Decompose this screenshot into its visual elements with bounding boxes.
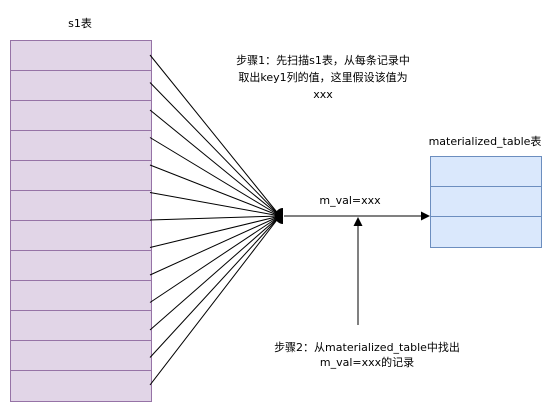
- s1-table: [10, 40, 152, 402]
- materialized-table-row: [431, 217, 541, 247]
- s1-table-row: [11, 191, 151, 221]
- fan-line: [149, 215, 281, 221]
- step2-text: 步骤2：从materialized_table中找出 m_val=xxx的记录: [247, 340, 487, 370]
- fan-line: [149, 215, 281, 276]
- fan-line: [149, 82, 281, 217]
- materialized-table-row: [431, 187, 541, 217]
- arrowhead-right: [421, 211, 430, 221]
- fan-line: [149, 215, 281, 386]
- step1-line-2: 取出key1列的值，这里假设该值为: [238, 71, 408, 84]
- fan-line: [149, 54, 281, 217]
- fan-line: [149, 109, 281, 217]
- step1-line-3: xxx: [313, 88, 333, 101]
- materialized-table-title: materialized_table表: [428, 135, 542, 148]
- s1-table-row: [11, 281, 151, 311]
- s1-table-row: [11, 101, 151, 131]
- s1-table-row: [11, 161, 151, 191]
- s1-table-row: [11, 71, 151, 101]
- junction-node: [275, 208, 283, 224]
- s1-table-row: [11, 341, 151, 371]
- s1-table-row: [11, 41, 151, 71]
- materialized-table-row: [431, 157, 541, 187]
- arrowhead-up: [353, 217, 363, 226]
- s1-table-title: s1表: [68, 17, 92, 30]
- materialized-table: [430, 156, 542, 248]
- fan-line: [149, 215, 281, 303]
- fan-line: [149, 164, 281, 217]
- step1-text: 步骤1：先扫描s1表，从每条记录中 取出key1列的值，这里假设该值为 xxx: [213, 52, 433, 103]
- s1-table-row: [11, 221, 151, 251]
- fan-line: [149, 215, 281, 331]
- step2-line-1: 步骤2：从materialized_table中找出: [274, 341, 460, 354]
- fan-line: [149, 137, 281, 217]
- s1-table-row: [11, 251, 151, 281]
- fan-line: [149, 215, 281, 358]
- fan-line: [149, 192, 281, 217]
- fan-line: [149, 215, 281, 248]
- arrow-label: m_val=xxx: [319, 194, 381, 207]
- s1-table-row: [11, 311, 151, 341]
- step1-line-1: 步骤1：先扫描s1表，从每条记录中: [236, 54, 410, 67]
- step2-line-2: m_val=xxx的记录: [319, 356, 415, 369]
- s1-table-row: [11, 131, 151, 161]
- s1-table-row: [11, 371, 151, 401]
